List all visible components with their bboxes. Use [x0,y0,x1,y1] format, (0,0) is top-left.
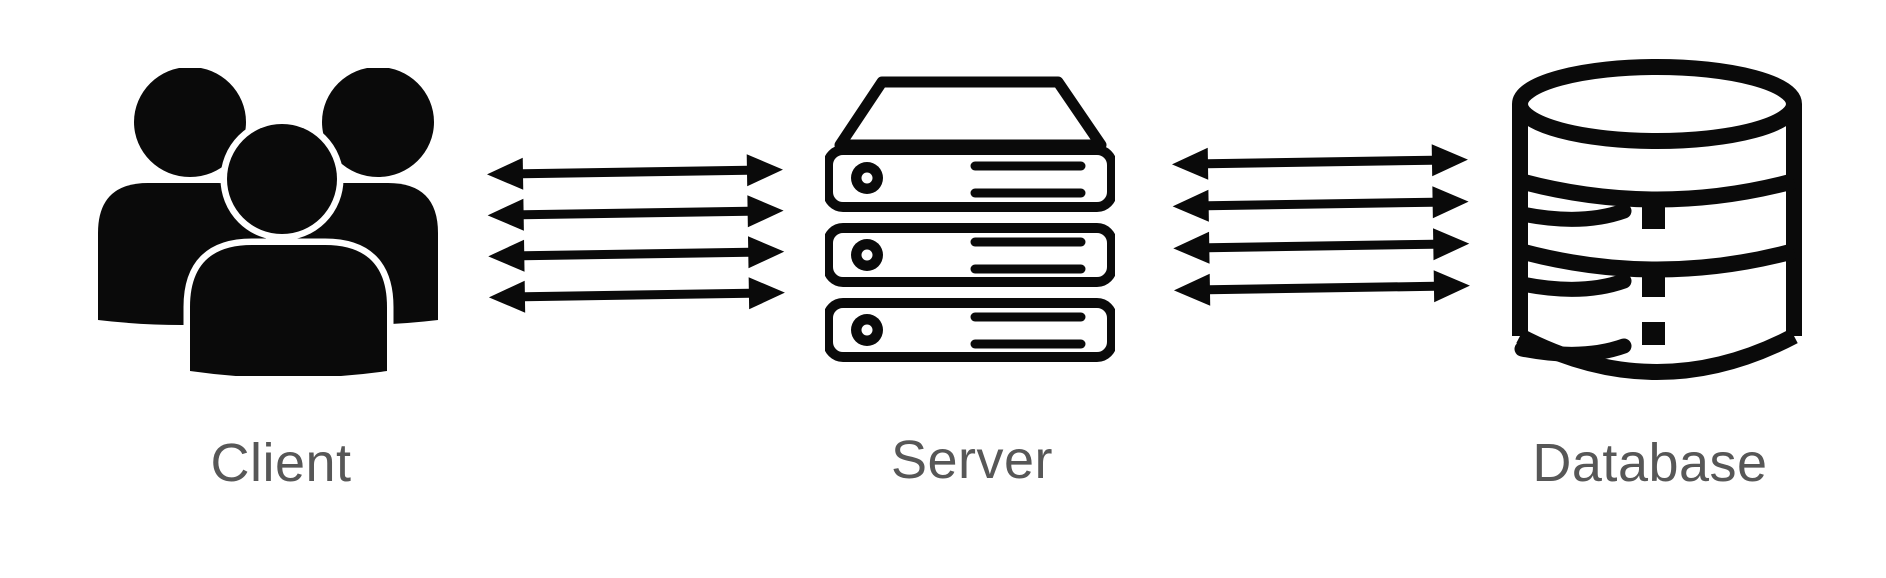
client-label: Client [210,433,352,493]
db-shine-lines [1514,203,1632,362]
bidirectional-arrow [488,236,785,272]
database-label: Database [1532,433,1768,493]
db-dots [1642,206,1665,345]
server-vents [970,161,1086,349]
user-front [183,117,394,376]
bidirectional-arrow [486,154,783,190]
user-body-center [183,238,394,376]
server-stack-icon [825,76,1115,362]
bidirectional-arrow [488,277,785,313]
server-label: Server [890,430,1054,490]
bidirectional-arrow [1172,186,1469,222]
connector-client-server [486,150,787,325]
bidirectional-arrow [487,195,784,231]
user-head-center [220,117,344,241]
user-head-left [134,68,246,177]
user-head-right [322,68,434,177]
server-lid [834,76,1107,151]
users-group-icon [98,68,438,376]
db-separator [1517,243,1797,278]
database-cylinder-icon [1512,59,1802,380]
bidirectional-arrow [1173,228,1470,264]
bidirectional-arrow [1173,270,1470,306]
bidirectional-arrow [1171,144,1468,180]
db-top-disc [1512,59,1802,149]
connector-server-database [1171,140,1472,317]
db-separator [1517,173,1797,208]
